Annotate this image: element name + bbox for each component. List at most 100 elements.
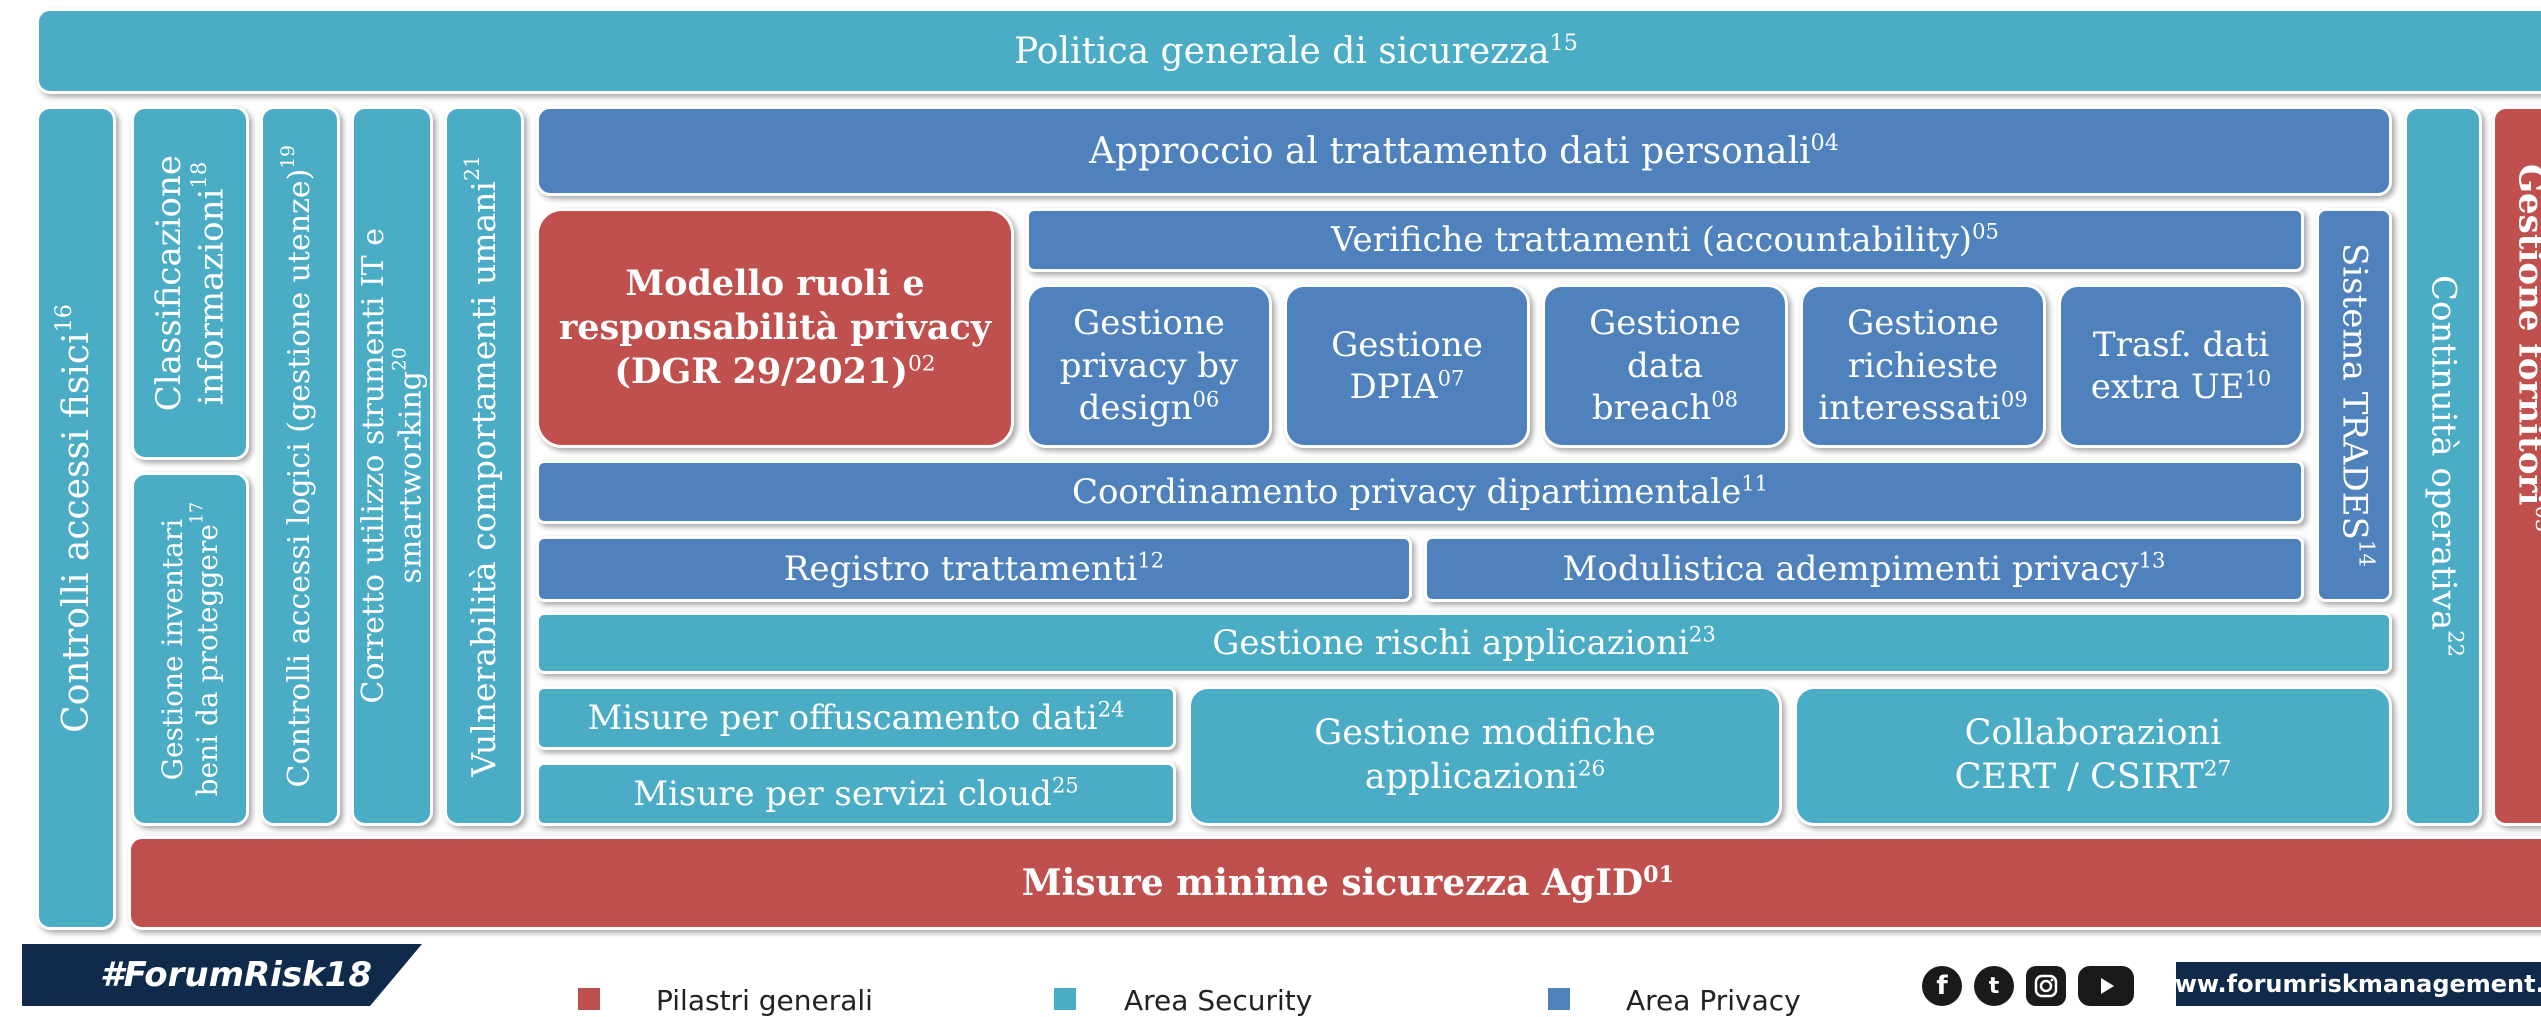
- breach-label-3: breach: [1592, 388, 1711, 428]
- vulnerabilita-num: 21: [460, 155, 484, 181]
- trasf-label-2: extra UE: [2091, 367, 2245, 407]
- sistema-num: 14: [2355, 540, 2380, 567]
- legend-swatch-security: [1054, 988, 1076, 1010]
- misure-minime-num: 01: [1643, 862, 1674, 888]
- hashtag-banner: #ForumRisk18: [22, 944, 422, 1006]
- richieste-label-3: interessati: [1818, 388, 2001, 428]
- misure-minime-box: Misure minime sicurezza AgID01: [128, 836, 2541, 930]
- modulistica-box: Modulistica adempimenti privacy13: [1424, 536, 2304, 602]
- strumenti-label-2: smartworking: [393, 372, 428, 585]
- sistema-trades-box: Sistema TRADES14: [2316, 208, 2392, 602]
- privacy-design-num: 06: [1193, 387, 1220, 412]
- twitter-icon[interactable]: t: [1974, 966, 2014, 1006]
- controlli-accessi-logici-box: Controlli accessi logici (gestione utenz…: [260, 106, 340, 826]
- fornitori-label: Gestione fornitori: [2511, 164, 2541, 505]
- dpia-label-2: DPIA: [1350, 367, 1438, 407]
- richieste-num: 09: [2001, 387, 2028, 412]
- breach-num: 08: [1711, 387, 1738, 412]
- trasf-num: 10: [2244, 366, 2271, 391]
- breach-label-1: Gestione: [1589, 303, 1741, 343]
- modello-label-1: Modello ruoli e: [625, 263, 924, 304]
- registro-trattamenti-box: Registro trattamenti12: [536, 536, 1412, 602]
- legend-label-security: Area Security: [1124, 984, 1312, 1017]
- offuscamento-box: Misure per offuscamento dati24: [536, 686, 1176, 750]
- controlli-fisici-num: 16: [51, 304, 77, 332]
- misure-minime-label: Misure minime sicurezza AgID: [1022, 862, 1643, 904]
- privacy-design-label-2: privacy by: [1060, 346, 1238, 386]
- gestione-rischi-box: Gestione rischi applicazioni23: [536, 612, 2392, 674]
- verifiche-num: 05: [1972, 218, 1999, 243]
- registro-label: Registro trattamenti: [784, 549, 1138, 589]
- facebook-icon[interactable]: f: [1922, 966, 1962, 1006]
- modulistica-num: 13: [2139, 547, 2166, 572]
- inventari-label-2: beni da proteggere: [191, 524, 224, 796]
- classificazione-label-2: informazioni: [191, 188, 231, 405]
- dpia-num: 07: [1438, 366, 1465, 391]
- controlli-fisici-label: Controlli accessi fisici: [56, 332, 97, 732]
- legend-swatch-privacy: [1548, 988, 1570, 1010]
- privacy-design-label-1: Gestione: [1073, 303, 1225, 343]
- modifiche-label-2: applicazioni: [1365, 757, 1578, 797]
- verifiche-box: Verifiche trattamenti (accountability)05: [1026, 208, 2304, 272]
- politica-label: Politica generale di sicurezza: [1014, 31, 1550, 72]
- cert-num: 27: [2204, 756, 2232, 781]
- inventari-num: 17: [188, 502, 208, 524]
- hashtag-label: #ForumRisk18: [100, 955, 372, 995]
- offuscamento-num: 24: [1098, 696, 1125, 721]
- politica-num: 15: [1550, 30, 1578, 56]
- modifiche-label-1: Gestione modifiche: [1314, 713, 1655, 753]
- vulnerabilita-label: Vulnerabilità comportamenti umani: [464, 181, 503, 777]
- gestione-fornitori-box: Gestione fornitori03: [2492, 106, 2541, 826]
- instagram-icon[interactable]: [2026, 966, 2066, 1006]
- modello-num: 02: [908, 351, 936, 376]
- fornitori-num: 03: [2531, 505, 2541, 532]
- privacy-design-label-3: design: [1079, 388, 1193, 428]
- cloud-label: Misure per servizi cloud: [633, 774, 1052, 814]
- legend-label-pilastri: Pilastri generali: [656, 984, 873, 1017]
- youtube-icon[interactable]: [2078, 966, 2134, 1006]
- accessi-logici-label: Controlli accessi logici (gestione utenz…: [282, 168, 317, 787]
- continuita-num: 22: [2444, 630, 2469, 657]
- servizi-cloud-box: Misure per servizi cloud25: [536, 762, 1176, 826]
- coordinamento-num: 11: [1741, 470, 1768, 495]
- classificazione-num: 18: [186, 161, 211, 188]
- rischi-label: Gestione rischi applicazioni: [1212, 623, 1689, 663]
- approccio-num: 04: [1811, 130, 1839, 156]
- continuita-label: Continuità operativa: [2423, 275, 2463, 630]
- trasf-label-1: Trasf. dati: [2093, 325, 2269, 365]
- rischi-num: 23: [1689, 621, 1716, 646]
- cloud-num: 25: [1052, 772, 1079, 797]
- richieste-label-1: Gestione: [1847, 303, 1999, 343]
- legend-swatch-pilastri: [578, 988, 600, 1010]
- controlli-accessi-fisici-box: Controlli accessi fisici16: [36, 106, 116, 930]
- vulnerabilita-box: Vulnerabilità comportamenti umani21: [444, 106, 524, 826]
- modello-label-3: (DGR 29/2021): [614, 351, 908, 392]
- cert-label-1: Collaborazioni: [1965, 713, 2222, 753]
- continuita-operativa-box: Continuità operativa22: [2404, 106, 2482, 826]
- inventari-label-1: Gestione inventari: [156, 518, 189, 780]
- registro-num: 12: [1137, 547, 1164, 572]
- strumenti-label-1: Corretto utilizzo strumenti IT e: [356, 228, 391, 704]
- dpia-label-1: Gestione: [1331, 325, 1483, 365]
- modulistica-label: Modulistica adempimenti privacy: [1563, 549, 2139, 589]
- cert-label-2: CERT / CSIRT: [1955, 757, 2204, 797]
- offuscamento-label: Misure per offuscamento dati: [587, 698, 1097, 738]
- website-link[interactable]: www.forumriskmanagement.it: [2176, 962, 2541, 1006]
- coordinamento-label: Coordinamento privacy dipartimentale: [1072, 472, 1741, 512]
- approccio-box: Approccio al trattamento dati personali0…: [536, 106, 2392, 196]
- strumenti-num: 20: [389, 348, 410, 372]
- accessi-logici-num: 19: [278, 145, 299, 169]
- classificazione-label-1: Classificazione: [149, 155, 189, 411]
- approccio-label: Approccio al trattamento dati personali: [1089, 131, 1810, 172]
